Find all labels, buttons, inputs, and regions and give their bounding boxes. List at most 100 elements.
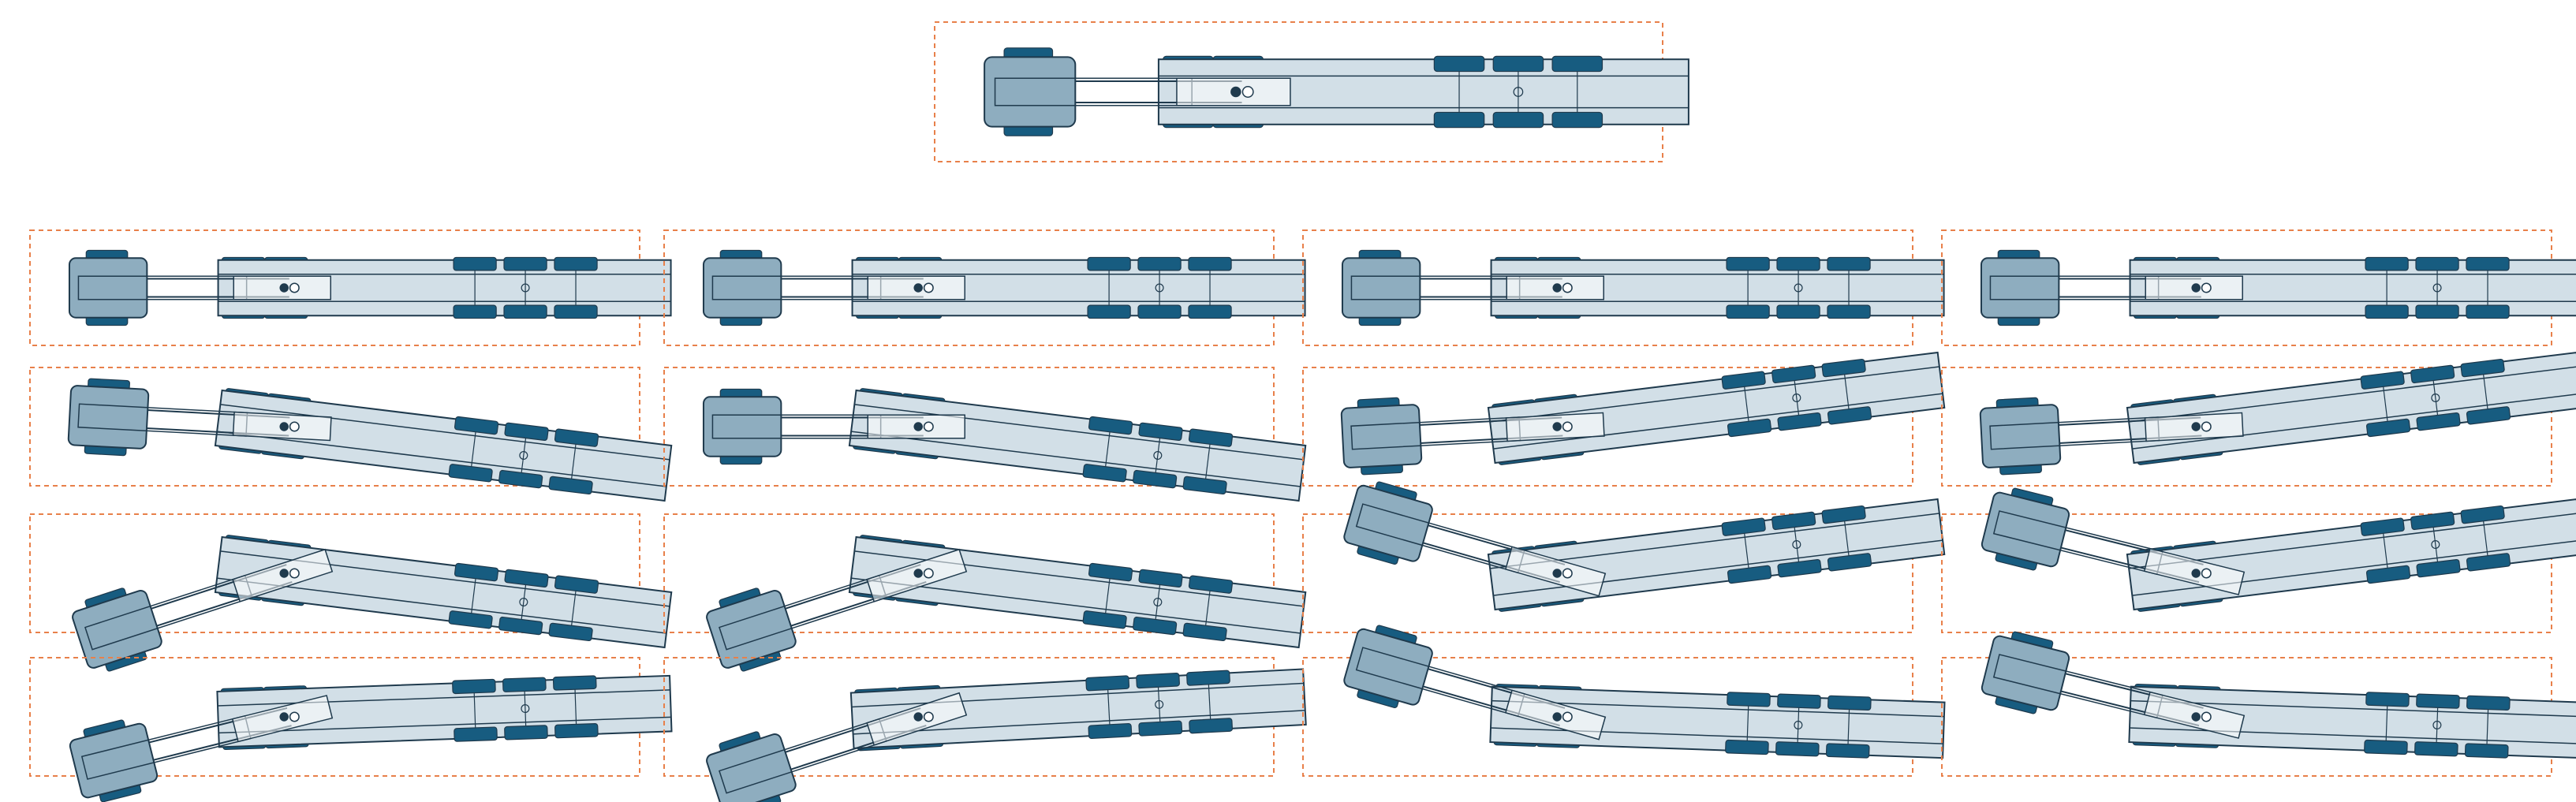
trailer-rail <box>853 710 1305 735</box>
bogie-pivot-icon <box>1155 699 1164 709</box>
hitch-coupler-icon <box>2191 569 2201 578</box>
bogie-pivot-icon <box>1792 394 1801 403</box>
variant-panel-col2-row3 <box>663 513 1275 633</box>
wheel-icon <box>452 678 496 695</box>
wheel-icon <box>1551 55 1603 73</box>
hitch-coupler-icon <box>923 282 934 293</box>
hitch-coupler-icon <box>2191 422 2201 431</box>
tractor-cab-icon <box>1979 397 2202 476</box>
wheel-icon <box>1827 304 1871 319</box>
wheel-icon <box>1088 416 1133 435</box>
wheel-icon <box>548 622 593 642</box>
wheel-icon <box>1727 565 1772 584</box>
wheel-icon <box>1776 256 1820 271</box>
axle-line <box>1847 709 1850 744</box>
wheel-icon <box>2466 695 2511 711</box>
wheel-icon <box>1551 111 1603 129</box>
wheel-icon <box>1777 693 1821 709</box>
axle-line <box>1157 687 1161 722</box>
truck-rig <box>68 249 672 326</box>
axle-line <box>2432 380 2439 416</box>
wheel-icon <box>2466 256 2510 271</box>
wheel-icon <box>2466 304 2510 319</box>
wheel-icon <box>1137 256 1182 271</box>
variant-panel-col3-row3 <box>1302 513 1913 633</box>
variant-panel-col2-row2 <box>663 367 1275 487</box>
trailer-rail <box>2129 366 2576 423</box>
truck-rig <box>72 535 673 672</box>
hitch-coupler-icon <box>1552 422 1562 431</box>
hitch-coupler-icon <box>289 421 300 432</box>
wheel-icon <box>504 725 548 740</box>
wheel-icon <box>1138 569 1183 588</box>
trailer-rail <box>1493 393 1943 449</box>
hitch-coupler-icon <box>279 569 289 578</box>
wheel-icon <box>554 723 599 739</box>
trailer-body-icon <box>2128 684 2576 759</box>
wheel-icon <box>1433 111 1485 129</box>
tractor-cab-body <box>1343 484 1433 562</box>
truck-rig <box>1981 631 2576 759</box>
wheel-icon <box>1771 364 1816 384</box>
variant-panel-col1-row3 <box>29 513 640 633</box>
wheel-icon <box>548 476 593 495</box>
wheel-icon <box>1821 358 1866 378</box>
trailer-rail <box>854 404 1305 461</box>
wheel-icon <box>1827 406 1872 425</box>
tractor-cab-body <box>1981 635 2070 711</box>
bogie-pivot-icon <box>1153 450 1163 460</box>
wheel-icon <box>2410 511 2455 531</box>
wheel-icon <box>454 726 498 742</box>
hitch-coupler-icon <box>913 283 923 293</box>
truck-rig <box>702 249 1306 326</box>
axle-line <box>1844 374 1850 409</box>
tractor-cab-body <box>1981 491 2070 568</box>
variant-panel-col1-row1 <box>29 229 640 346</box>
wheel-icon <box>1188 256 1232 271</box>
wheel-icon <box>1088 562 1133 582</box>
wheel-icon <box>1137 304 1182 319</box>
wheel-icon <box>1726 256 1770 271</box>
wheel-icon <box>1136 672 1180 689</box>
wheel-icon <box>504 569 549 588</box>
axle-line <box>1797 707 1800 743</box>
wheel-icon <box>1186 670 1230 686</box>
bogie-pivot-icon <box>521 283 530 293</box>
wheel-icon <box>1188 428 1234 447</box>
tractor-cab-icon <box>72 564 293 672</box>
wheel-icon <box>1827 695 1872 711</box>
wheel-icon <box>1087 304 1131 319</box>
wheel-icon <box>2464 743 2509 759</box>
axle-line <box>1107 689 1111 725</box>
hitch-coupler-icon <box>1552 283 1562 293</box>
axle-line <box>521 584 527 620</box>
hitch-coupler-icon <box>2201 421 2212 432</box>
truck-rig <box>67 378 673 502</box>
trailer-rail <box>2129 727 2576 744</box>
wheel-icon <box>2364 739 2408 755</box>
truck-rig <box>1979 351 2576 476</box>
axle-line <box>2383 533 2388 569</box>
tractor-cab-body <box>1979 404 2062 468</box>
hitch-coupler-icon <box>1552 569 1562 578</box>
wheel-icon <box>2365 418 2411 438</box>
trailer-rail <box>218 716 671 734</box>
wheel-icon <box>1726 304 1770 319</box>
tractor-cab-icon <box>67 378 290 457</box>
wheel-icon <box>2410 364 2455 384</box>
trailer-deck <box>214 535 673 649</box>
wheel-icon <box>1138 720 1183 737</box>
axle-line <box>2483 374 2488 409</box>
bogie-pivot-icon <box>2432 720 2442 729</box>
axle-line <box>1208 684 1211 720</box>
bogie-pivot-icon <box>1513 87 1524 97</box>
wheel-icon <box>453 256 497 271</box>
axle-line <box>473 692 476 728</box>
hitch-coupler-icon <box>1562 711 1573 722</box>
tractor-cab-body <box>69 722 159 799</box>
wheel-icon <box>1189 718 1233 734</box>
trailer-rail <box>2129 513 2576 569</box>
wheel-icon <box>1727 692 1771 707</box>
hitch-coupler-icon <box>289 711 300 722</box>
wheel-icon <box>1827 553 1872 572</box>
